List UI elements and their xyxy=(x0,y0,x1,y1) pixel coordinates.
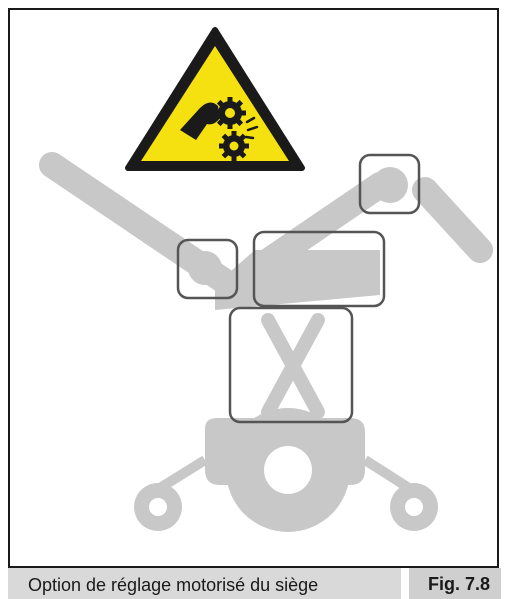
wheelchair-seat-diagram xyxy=(0,0,509,568)
pivot-left xyxy=(188,251,222,285)
main-wheel-hub xyxy=(264,446,312,494)
wheelchair-silhouette xyxy=(52,165,480,532)
figure-number: Fig. 7.8 xyxy=(428,574,490,595)
pivot-top-right xyxy=(372,167,408,203)
caster-hub-left xyxy=(149,498,167,516)
seat-base xyxy=(215,250,380,310)
figure-caption: Option de réglage motorisé du siège xyxy=(28,575,318,596)
caster-arm-left xyxy=(160,460,205,488)
backrest-bar-right xyxy=(425,190,480,250)
caster-hub-right xyxy=(405,498,423,516)
hand-entanglement-gears-warning-icon xyxy=(128,30,302,168)
